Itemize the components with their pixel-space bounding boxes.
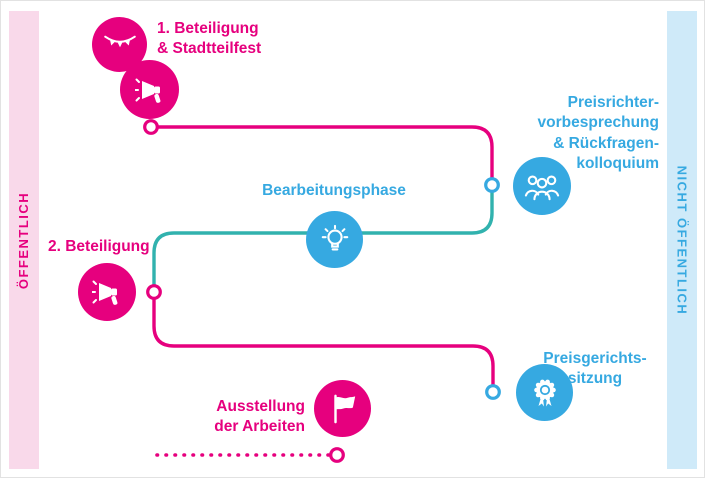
- jury-people-icon: [524, 175, 560, 201]
- preisrichter-circle: [513, 157, 571, 215]
- beteiligung-2-circle: [78, 263, 136, 321]
- label-bearbeitungsphase: Bearbeitungsphase: [239, 181, 429, 201]
- bunting-icon: [103, 35, 136, 47]
- preisgericht-circle: [516, 364, 573, 421]
- label-line: sitzung: [567, 370, 623, 388]
- label-line: kolloquium: [576, 155, 659, 173]
- lightbulb-icon: [321, 224, 348, 250]
- beteiligung-1-circle: [120, 60, 179, 119]
- label-line: & Rückfragen-: [553, 134, 659, 152]
- label-line: Ausstellung: [216, 398, 305, 415]
- nonpublic-band: NICHT ÖFFENTLICH: [667, 11, 697, 469]
- connector-segment-3: [152, 292, 495, 392]
- ausstellung-circle: [314, 380, 371, 437]
- label-line: der Arbeiten: [214, 418, 305, 436]
- label-ausstellung: Ausstellung der Arbeiten: [214, 397, 305, 438]
- junction-node: [143, 119, 159, 135]
- label-preisgerichtssitzung: Preisgerichts- sitzung: [529, 349, 661, 390]
- label-preisrichtervorbesprechung: Preisrichter- vorbesprechung & Rückfrage…: [538, 93, 659, 175]
- label-line: Bearbeitungsphase: [262, 182, 406, 199]
- flag-icon: [333, 394, 355, 423]
- award-medal-icon: [533, 379, 556, 406]
- junction-node: [484, 177, 500, 193]
- label-beteiligung-1: 1. Beteiligung & Stadtteilfest: [157, 19, 261, 60]
- public-band: ÖFFENTLICH: [9, 11, 39, 469]
- junction-node: [146, 284, 162, 300]
- label-line: 2. Beteiligung: [48, 238, 150, 255]
- megaphone-icon: [134, 78, 160, 103]
- label-line: 1. Beteiligung: [157, 20, 259, 37]
- label-line: Preisgerichts-: [543, 350, 647, 367]
- bearbeitungsphase-circle: [306, 211, 363, 268]
- megaphone-icon: [92, 280, 118, 305]
- label-line: & Stadtteilfest: [157, 40, 262, 58]
- junction-node: [485, 384, 501, 400]
- junction-node: [329, 447, 345, 463]
- nonpublic-band-label: NICHT ÖFFENTLICH: [674, 165, 690, 315]
- public-band-label: ÖFFENTLICH: [16, 191, 32, 289]
- label-line: vorbesprechung: [537, 114, 659, 132]
- connector-segment-1: [151, 125, 494, 185]
- label-beteiligung-2: 2. Beteiligung: [48, 237, 150, 257]
- label-line: Preisrichter-: [567, 94, 659, 111]
